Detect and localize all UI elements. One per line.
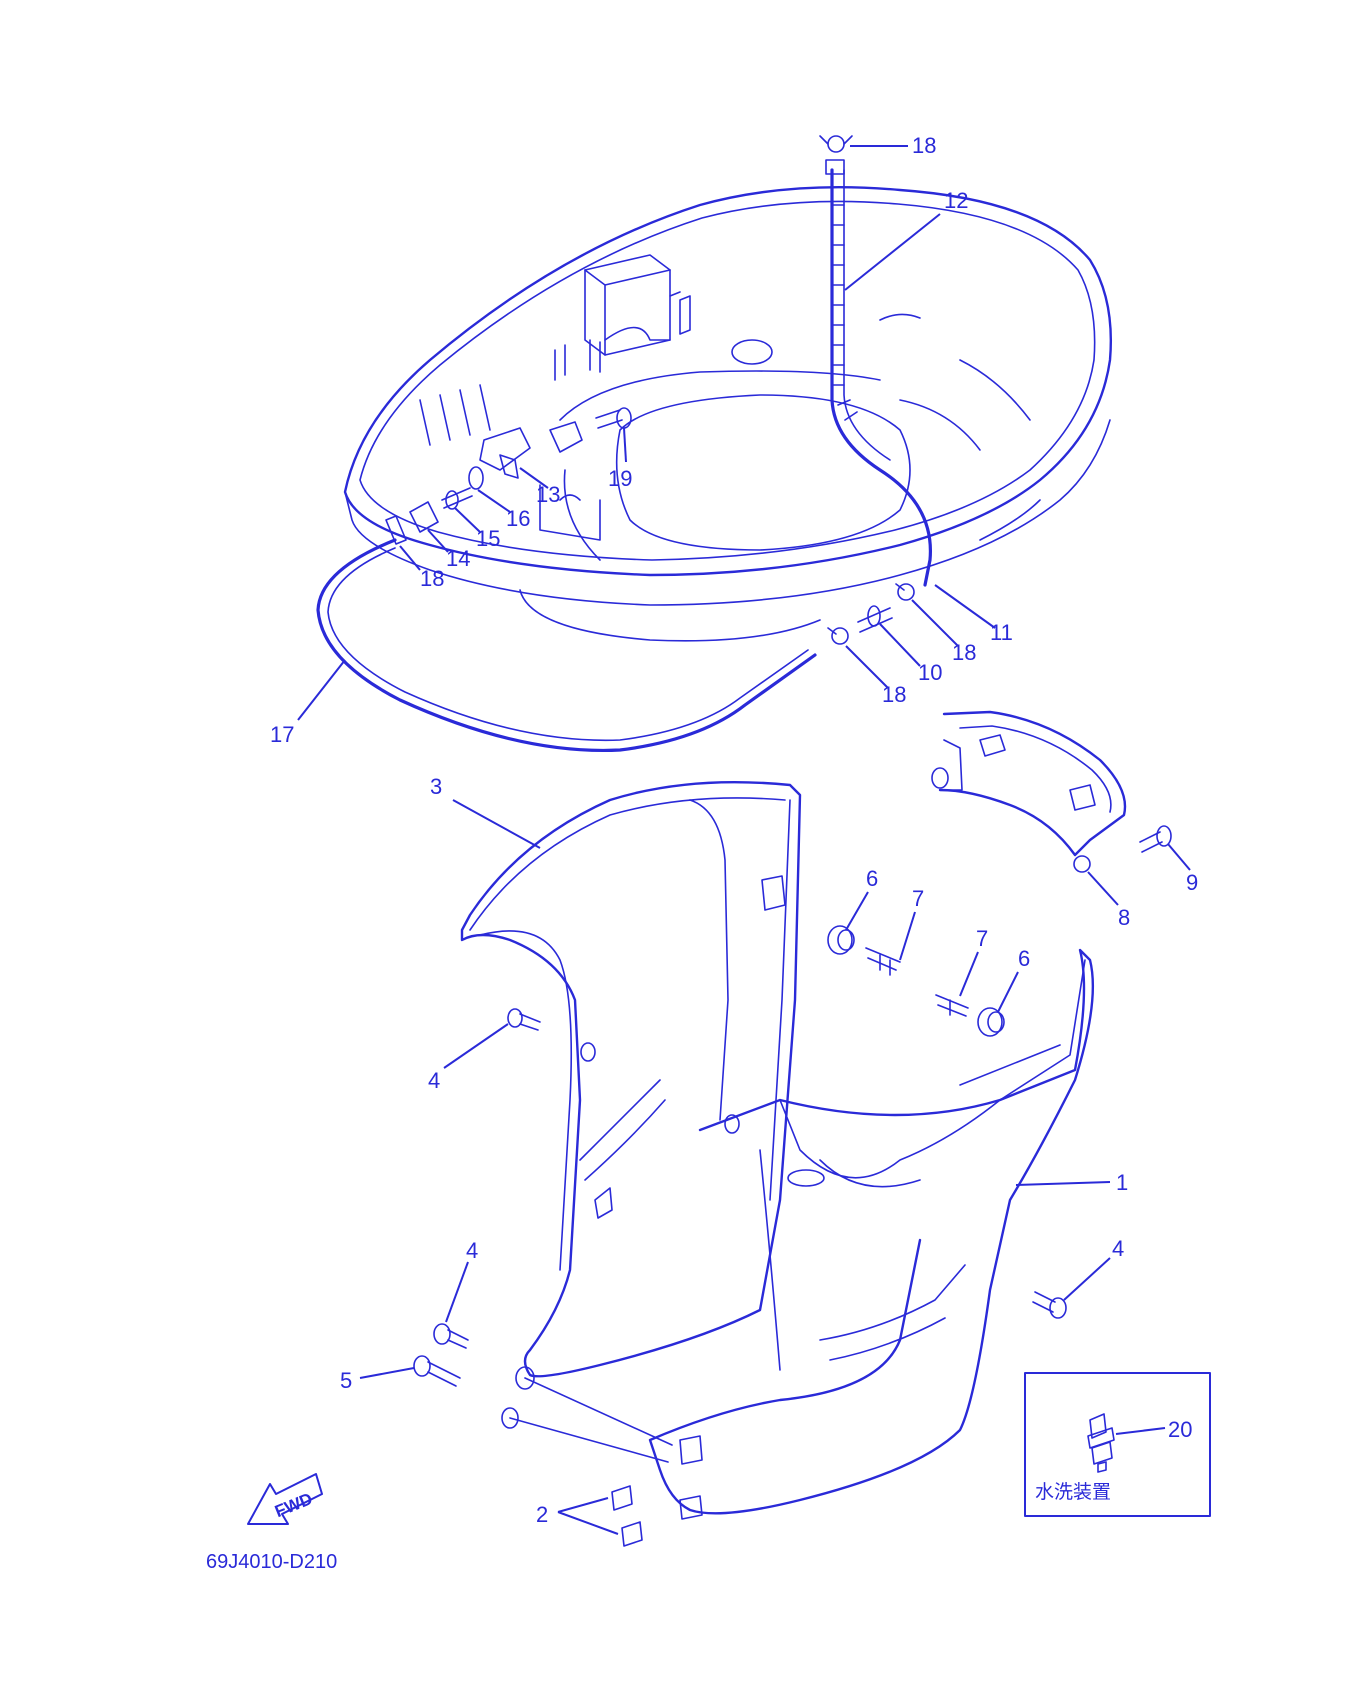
clip-18-left	[385, 515, 407, 545]
bolt-5	[413, 1355, 461, 1387]
flush-hose-12	[825, 159, 933, 587]
callout-5: 5	[340, 1368, 352, 1393]
callout-12: 12	[944, 188, 968, 213]
callout-16: 16	[506, 506, 530, 531]
lower-cowling-stbd-1	[648, 948, 1095, 1520]
callout-13: 13	[536, 482, 560, 507]
callout-6: 6	[866, 866, 878, 891]
callout-6b: 6	[1018, 946, 1030, 971]
callout-19: 19	[608, 466, 632, 491]
callout-4: 4	[428, 1068, 440, 1093]
callout-18: 18	[912, 133, 936, 158]
bolt-4-right	[1032, 1291, 1067, 1319]
flush-device-inset: 水洗装置	[1024, 1372, 1211, 1517]
callout-7: 7	[912, 886, 924, 911]
lower-cowling-port-3	[460, 780, 802, 1378]
callout-17: 17	[270, 722, 294, 747]
callout-2: 2	[536, 1502, 548, 1527]
callout-14: 14	[446, 546, 470, 571]
bolt-4-lower	[433, 1323, 469, 1349]
rear-bracket-8	[931, 710, 1127, 873]
callout-9: 9	[1186, 870, 1198, 895]
upper-cowling	[343, 185, 1113, 642]
callout-18c: 18	[952, 640, 976, 665]
bracket-13	[479, 421, 583, 479]
pin-7b	[935, 994, 969, 1017]
grommet-15	[441, 487, 473, 510]
callout-1: 1	[1116, 1170, 1128, 1195]
callout-4c: 4	[466, 1238, 478, 1263]
inset-caption: 水洗装置	[1035, 1481, 1111, 1503]
fwd-arrow-icon: FWD	[247, 1473, 323, 1525]
pin-7a	[865, 947, 901, 976]
washer-16	[468, 466, 484, 490]
callout-7b: 7	[976, 926, 988, 951]
callout-8: 8	[1118, 905, 1130, 930]
callout-11: 11	[990, 620, 1013, 645]
callout-10: 10	[918, 660, 942, 685]
joint-10	[857, 605, 893, 633]
leader-lines	[297, 145, 1191, 1535]
callout-18b: 18	[420, 566, 444, 591]
nut-2b	[621, 1521, 643, 1547]
callouts: 18 12 19 13 16 15 14 18 11 18 10 18 17 3…	[270, 133, 1198, 1527]
pivot-parts	[501, 1366, 673, 1463]
mount-6b	[977, 1007, 1005, 1037]
clip-18-top	[819, 135, 853, 153]
callout-18d: 18	[882, 682, 906, 707]
mount-6a	[827, 925, 855, 955]
callout-20: 20	[1168, 1417, 1192, 1442]
diagram-code: 69J4010-D210	[206, 1551, 337, 1573]
bolt-4-upper	[507, 1008, 541, 1031]
nut-2a	[611, 1485, 633, 1511]
callout-3: 3	[430, 774, 442, 799]
hose-17	[316, 538, 817, 752]
cap-14	[409, 501, 439, 533]
clip-18-right	[827, 583, 915, 645]
callout-4b: 4	[1112, 1236, 1124, 1261]
callout-15: 15	[476, 526, 500, 551]
fwd-label: FWD	[272, 1489, 315, 1521]
bolt-9	[1139, 825, 1172, 853]
